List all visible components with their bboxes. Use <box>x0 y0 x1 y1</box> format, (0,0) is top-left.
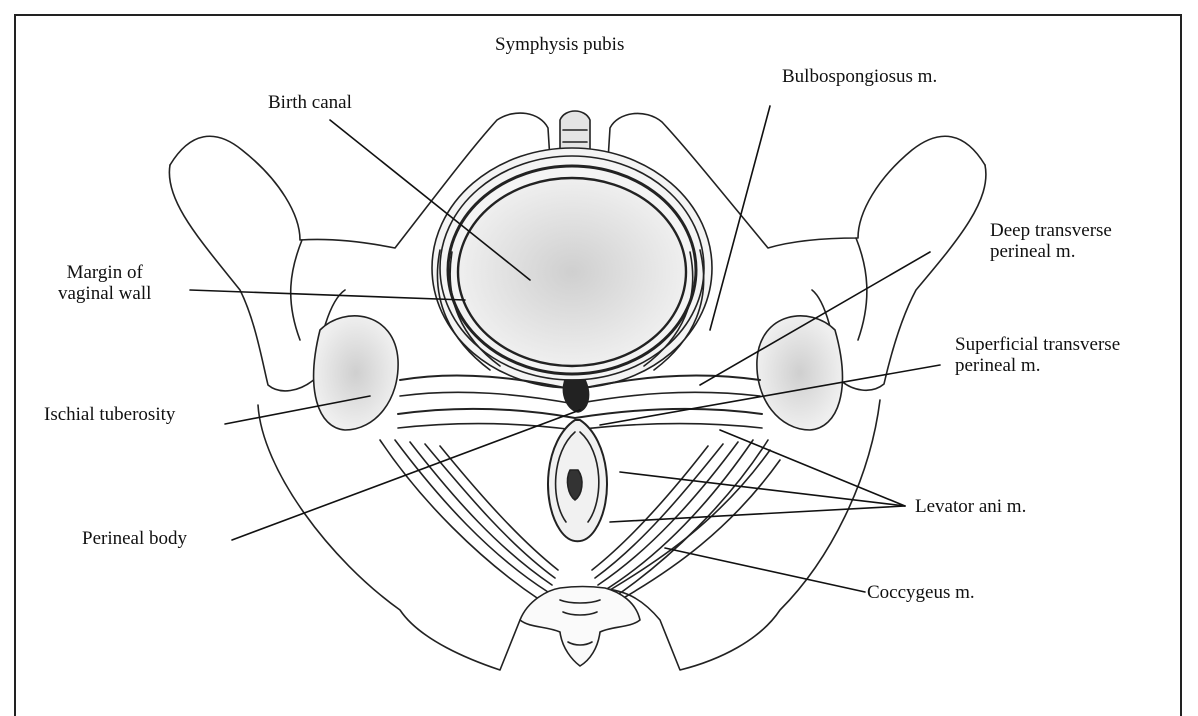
label-margin-line1: Margin of <box>58 262 151 283</box>
label-deep-transverse: Deep transverse perineal m. <box>990 220 1112 263</box>
label-superficial-line2: perineal m. <box>955 355 1120 376</box>
label-margin-vaginal-wall: Margin of vaginal wall <box>58 262 151 305</box>
label-superficial-line1: Superficial transverse <box>955 334 1120 355</box>
leader-bulbospongiosus <box>710 106 770 330</box>
birth-canal-opening <box>458 178 686 366</box>
perineal-body <box>563 380 588 412</box>
label-birth-canal: Birth canal <box>268 92 352 113</box>
label-levator-ani: Levator ani m. <box>915 496 1026 517</box>
leader-levator-3 <box>610 506 905 522</box>
label-deep-transverse-line2: perineal m. <box>990 241 1112 262</box>
coccyx <box>520 587 640 667</box>
label-perineal-body: Perineal body <box>82 528 187 549</box>
leader-perineal-body <box>232 410 580 540</box>
label-symphysis-pubis: Symphysis pubis <box>495 34 624 55</box>
left-ischial-tuberosity <box>314 316 398 430</box>
label-superficial-transverse: Superficial transverse perineal m. <box>955 334 1120 377</box>
label-coccygeus: Coccygeus m. <box>867 582 975 603</box>
right-ischial-tuberosity <box>757 316 843 430</box>
leader-margin <box>190 290 465 300</box>
label-margin-line2: vaginal wall <box>58 283 151 304</box>
label-ischial-tuberosity: Ischial tuberosity <box>44 404 175 425</box>
levator-ani-left <box>380 440 540 600</box>
leader-coccygeus <box>665 548 865 592</box>
label-bulbospongiosus: Bulbospongiosus m. <box>782 66 937 87</box>
label-deep-transverse-line1: Deep transverse <box>990 220 1112 241</box>
